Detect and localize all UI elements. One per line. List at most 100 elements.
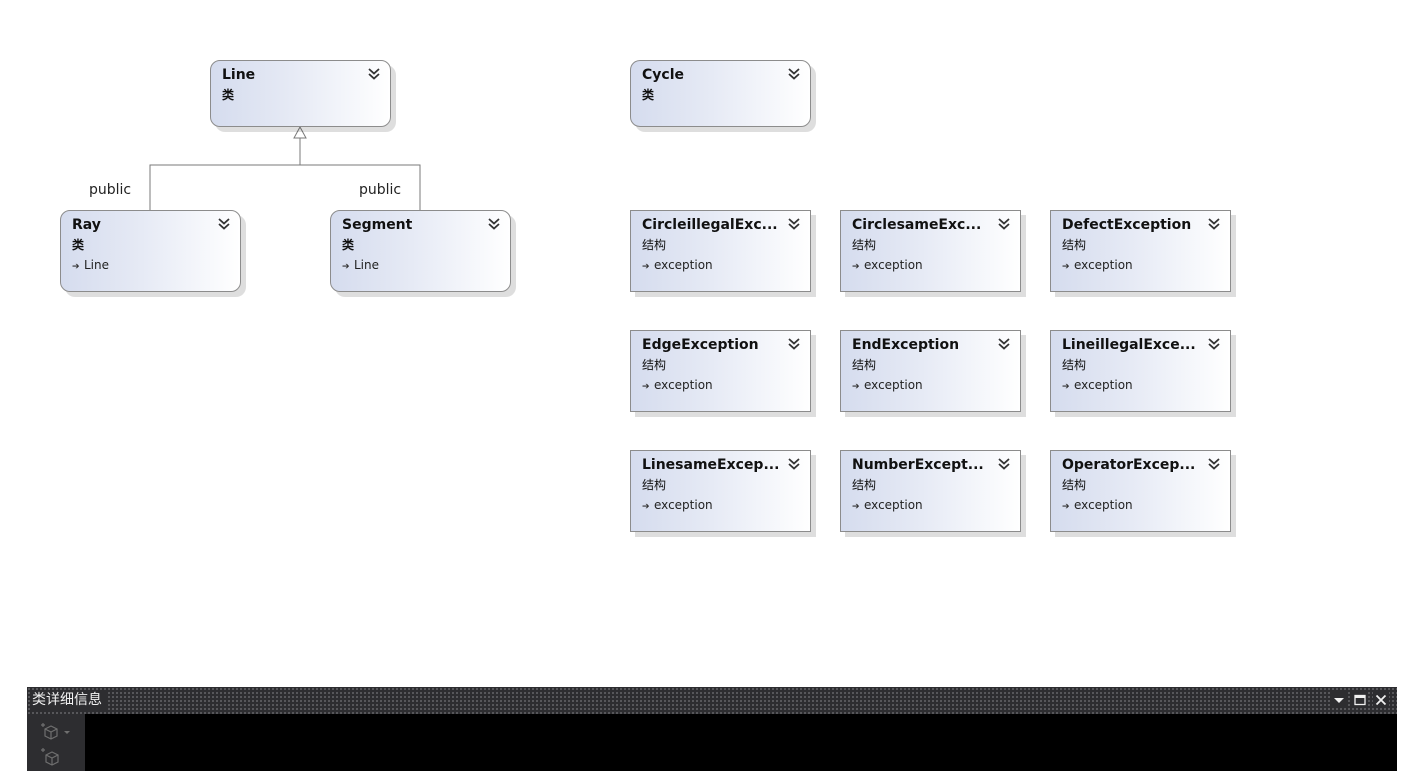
- shape-stereotype: 类: [342, 238, 355, 252]
- shape-base-name: Line: [84, 258, 110, 272]
- inheritance-line-ray: [149, 164, 300, 210]
- shape-base-name: exception: [864, 378, 923, 392]
- shape-stereotype: 类: [642, 88, 655, 102]
- maximize-icon[interactable]: [1352, 692, 1368, 708]
- inheritance-arrow-icon: ➔: [1062, 382, 1070, 392]
- inheritance-label-ray: public: [89, 182, 132, 198]
- shape-cycle[interactable]: Cycle 类: [630, 60, 811, 127]
- shape-title: Segment: [342, 217, 413, 233]
- inheritance-arrow-icon: ➔: [642, 502, 650, 512]
- shape-base-name: exception: [1074, 378, 1133, 392]
- inheritance-arrow-icon: ➔: [852, 382, 860, 392]
- shape-stereotype: 结构: [1062, 478, 1087, 492]
- shape-title: EndException: [852, 337, 960, 353]
- shape-base-type: ➔ exception: [1062, 494, 1219, 518]
- shape-title: OperatorExcep...: [1062, 457, 1196, 473]
- double-chevron-down-icon[interactable]: [217, 216, 231, 230]
- shape-base-type: ➔ exception: [852, 374, 1009, 398]
- shape-base-type: ➔ exception: [642, 254, 799, 278]
- shape-circleillegal[interactable]: CircleillegalExc... 结构 ➔ exception: [630, 210, 811, 292]
- shape-stereotype: 结构: [852, 238, 877, 252]
- double-chevron-down-icon[interactable]: [787, 216, 801, 230]
- inheritance-arrow-icon: ➔: [852, 502, 860, 512]
- shape-stereotype: 结构: [642, 358, 667, 372]
- double-chevron-down-icon[interactable]: [787, 336, 801, 350]
- shape-title: EdgeException: [642, 337, 759, 353]
- shape-title: LinesameExcep...: [642, 457, 780, 473]
- shape-title: Cycle: [642, 67, 684, 83]
- shape-title: CirclesameExc...: [852, 217, 982, 233]
- class-details-title: 类详细信息: [32, 691, 106, 710]
- add-member-alt-icon[interactable]: [39, 747, 61, 767]
- double-chevron-down-icon[interactable]: [487, 216, 501, 230]
- dropdown-arrow-icon[interactable]: [1331, 692, 1347, 708]
- shape-stereotype: 结构: [1062, 238, 1087, 252]
- inheritance-line-segment: [300, 164, 421, 210]
- shape-base-name: exception: [864, 258, 923, 272]
- shape-title: DefectException: [1062, 217, 1192, 233]
- shape-stereotype: 结构: [1062, 358, 1087, 372]
- shape-base-name: Line: [354, 258, 380, 272]
- shape-base-type: ➔ Line: [342, 254, 499, 278]
- class-details-toolstrip: [27, 714, 85, 771]
- shape-stereotype: 类: [222, 88, 235, 102]
- inheritance-arrow-icon: ➔: [642, 262, 650, 272]
- double-chevron-down-icon[interactable]: [367, 66, 381, 80]
- shape-base-name: exception: [1074, 498, 1133, 512]
- double-chevron-down-icon[interactable]: [787, 66, 801, 80]
- shape-stereotype: 结构: [642, 238, 667, 252]
- shape-edge[interactable]: EdgeException 结构 ➔ exception: [630, 330, 811, 412]
- shape-base-name: exception: [654, 498, 713, 512]
- shape-base-name: exception: [1074, 258, 1133, 272]
- shape-linesame[interactable]: LinesameExcep... 结构 ➔ exception: [630, 450, 811, 532]
- inheritance-arrow-icon: ➔: [1062, 262, 1070, 272]
- add-member-icon[interactable]: [39, 722, 75, 742]
- double-chevron-down-icon[interactable]: [1207, 456, 1221, 470]
- class-details-titlebar[interactable]: 类详细信息: [27, 687, 1397, 714]
- inheritance-label-segment: public: [359, 182, 402, 198]
- shape-stereotype: 结构: [642, 478, 667, 492]
- shape-base-type: ➔ exception: [1062, 254, 1219, 278]
- class-details-panel: 类详细信息: [27, 687, 1397, 771]
- double-chevron-down-icon[interactable]: [1207, 336, 1221, 350]
- double-chevron-down-icon[interactable]: [997, 336, 1011, 350]
- shape-title: LineillegalExce...: [1062, 337, 1196, 353]
- shape-base-name: exception: [864, 498, 923, 512]
- shape-stereotype: 结构: [852, 358, 877, 372]
- shape-operator[interactable]: OperatorExcep... 结构 ➔ exception: [1050, 450, 1231, 532]
- shape-base-type: ➔ exception: [852, 254, 1009, 278]
- shape-base-type: ➔ exception: [642, 494, 799, 518]
- shape-segment[interactable]: Segment 类 ➔ Line: [330, 210, 511, 292]
- inheritance-arrow-icon: ➔: [342, 262, 350, 272]
- shape-defect[interactable]: DefectException 结构 ➔ exception: [1050, 210, 1231, 292]
- shape-base-name: exception: [654, 258, 713, 272]
- shape-title: CircleillegalExc...: [642, 217, 778, 233]
- inheritance-arrow-icon: ➔: [1062, 502, 1070, 512]
- shape-title: Line: [222, 67, 256, 83]
- shape-number[interactable]: NumberExcept... 结构 ➔ exception: [840, 450, 1021, 532]
- shape-title: Ray: [72, 217, 101, 233]
- shape-base-name: exception: [654, 378, 713, 392]
- shape-base-type: ➔ exception: [1062, 374, 1219, 398]
- shape-line[interactable]: Line 类: [210, 60, 391, 127]
- inheritance-arrowhead-icon: [293, 125, 307, 139]
- shape-base-type: ➔ exception: [642, 374, 799, 398]
- inheritance-arrow-icon: ➔: [642, 382, 650, 392]
- shape-base-type: ➔ Line: [72, 254, 229, 278]
- shape-lineillegal[interactable]: LineillegalExce... 结构 ➔ exception: [1050, 330, 1231, 412]
- inheritance-arrow-icon: ➔: [852, 262, 860, 272]
- shape-stereotype: 结构: [852, 478, 877, 492]
- shape-circlesame[interactable]: CirclesameExc... 结构 ➔ exception: [840, 210, 1021, 292]
- shape-base-type: ➔ exception: [852, 494, 1009, 518]
- close-icon[interactable]: [1373, 692, 1389, 708]
- double-chevron-down-icon[interactable]: [997, 456, 1011, 470]
- inheritance-arrow-icon: ➔: [72, 262, 80, 272]
- double-chevron-down-icon[interactable]: [997, 216, 1011, 230]
- shape-title: NumberExcept...: [852, 457, 984, 473]
- double-chevron-down-icon[interactable]: [787, 456, 801, 470]
- shape-end[interactable]: EndException 结构 ➔ exception: [840, 330, 1021, 412]
- double-chevron-down-icon[interactable]: [1207, 216, 1221, 230]
